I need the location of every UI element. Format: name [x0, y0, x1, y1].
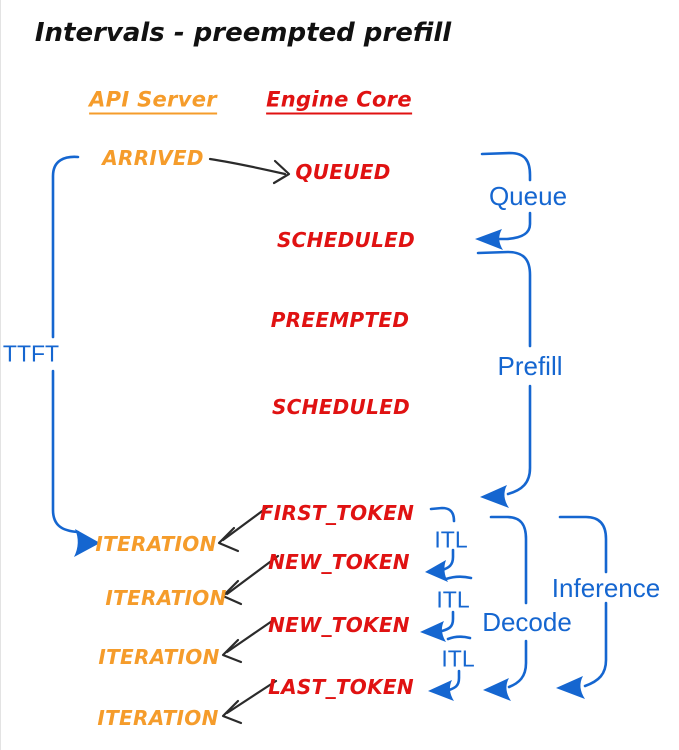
event-new-token-2: NEW_TOKEN [268, 613, 410, 637]
itl-1-arrowhead-left-icon [425, 560, 448, 582]
decode-arrowhead-left-icon [483, 678, 511, 701]
itl-3-hook [447, 669, 461, 692]
event-iteration-4: ITERATION [97, 706, 219, 730]
event-first-token: FIRST_TOKEN [259, 501, 415, 525]
event-preempted: PREEMPTED [270, 308, 410, 332]
queue-arrowhead-left-icon [475, 229, 503, 250]
new-token-1-to-iteration-arrow [225, 554, 280, 596]
itl-2-top [444, 575, 473, 581]
itl-bracket-1 [425, 506, 456, 582]
new-token-1-arrowhead-icon [221, 579, 243, 606]
first-token-to-iteration-arrow [221, 504, 271, 542]
inference-bracket-bottom [583, 601, 608, 688]
interval-label-decode: Decode [482, 607, 572, 637]
queue-bracket-top [480, 151, 532, 182]
queue-bracket-bottom [498, 211, 532, 241]
event-new-token-1: NEW_TOKEN [268, 550, 410, 574]
itl-3-top [446, 635, 472, 641]
event-scheduled-1: SCHEDULED [276, 228, 416, 252]
arrived-to-queued-arrow [208, 157, 287, 176]
event-iteration-2: ITERATION [105, 586, 227, 610]
event-arrived: ARRIVED [102, 146, 204, 170]
interval-label-itl-3: ITL [441, 645, 475, 672]
ttft-bracket [51, 155, 100, 557]
interval-label-itl-2: ITL [436, 586, 470, 613]
event-queued: QUEUED [295, 160, 391, 184]
prefill-arrowhead-left-icon [480, 485, 509, 508]
event-iteration-1: ITERATION [95, 532, 217, 556]
ttft-bracket-bottom [51, 369, 80, 534]
inference-bracket-top [558, 515, 608, 574]
new-token-2-to-iteration-arrow [225, 617, 277, 654]
column-header-engine-core: Engine Core [266, 89, 412, 115]
itl-bracket-2 [420, 575, 473, 642]
inference-bracket [556, 515, 608, 699]
inference-arrowhead-left-icon [556, 676, 585, 699]
decode-bracket [483, 515, 528, 701]
arrived-to-queued-arrowhead-icon [272, 159, 291, 185]
ttft-bracket-top [51, 155, 80, 339]
interval-label-inference: Inference [551, 573, 661, 603]
queue-bracket [475, 151, 532, 250]
first-token-arrowhead-icon [217, 526, 240, 553]
new-token-2-arrowhead-icon [221, 638, 243, 664]
diagram-title: Intervals - preempted prefill [34, 18, 452, 48]
decode-bracket-bottom [507, 639, 528, 689]
interval-label-prefill: Prefill [497, 351, 563, 381]
interval-label-itl-1: ITL [434, 526, 468, 553]
prefill-bracket [476, 250, 532, 508]
event-arrows [208, 157, 291, 725]
itl-bracket-3 [428, 635, 472, 701]
column-header-api-server: API Server [89, 89, 217, 115]
last-token-arrowhead-icon [221, 699, 243, 725]
prefill-bracket-top [476, 250, 532, 348]
decode-bracket-top [489, 515, 528, 605]
itl-3-arrowhead-left-icon [428, 680, 454, 701]
itl-2-arrowhead-left-icon [420, 621, 446, 642]
interval-label-ttft: TTFT [2, 340, 60, 367]
event-last-token: LAST_TOKEN [268, 675, 414, 699]
itl-2-hook [440, 610, 455, 633]
itl-1-top [429, 506, 456, 523]
ttft-arrowhead-right-icon [74, 529, 100, 557]
last-token-to-iteration-arrow [225, 679, 278, 715]
event-scheduled-2: SCHEDULED [271, 395, 411, 419]
event-iteration-3: ITERATION [98, 645, 220, 669]
prefill-bracket-bottom [506, 384, 532, 496]
interval-label-queue: Queue [488, 181, 568, 211]
